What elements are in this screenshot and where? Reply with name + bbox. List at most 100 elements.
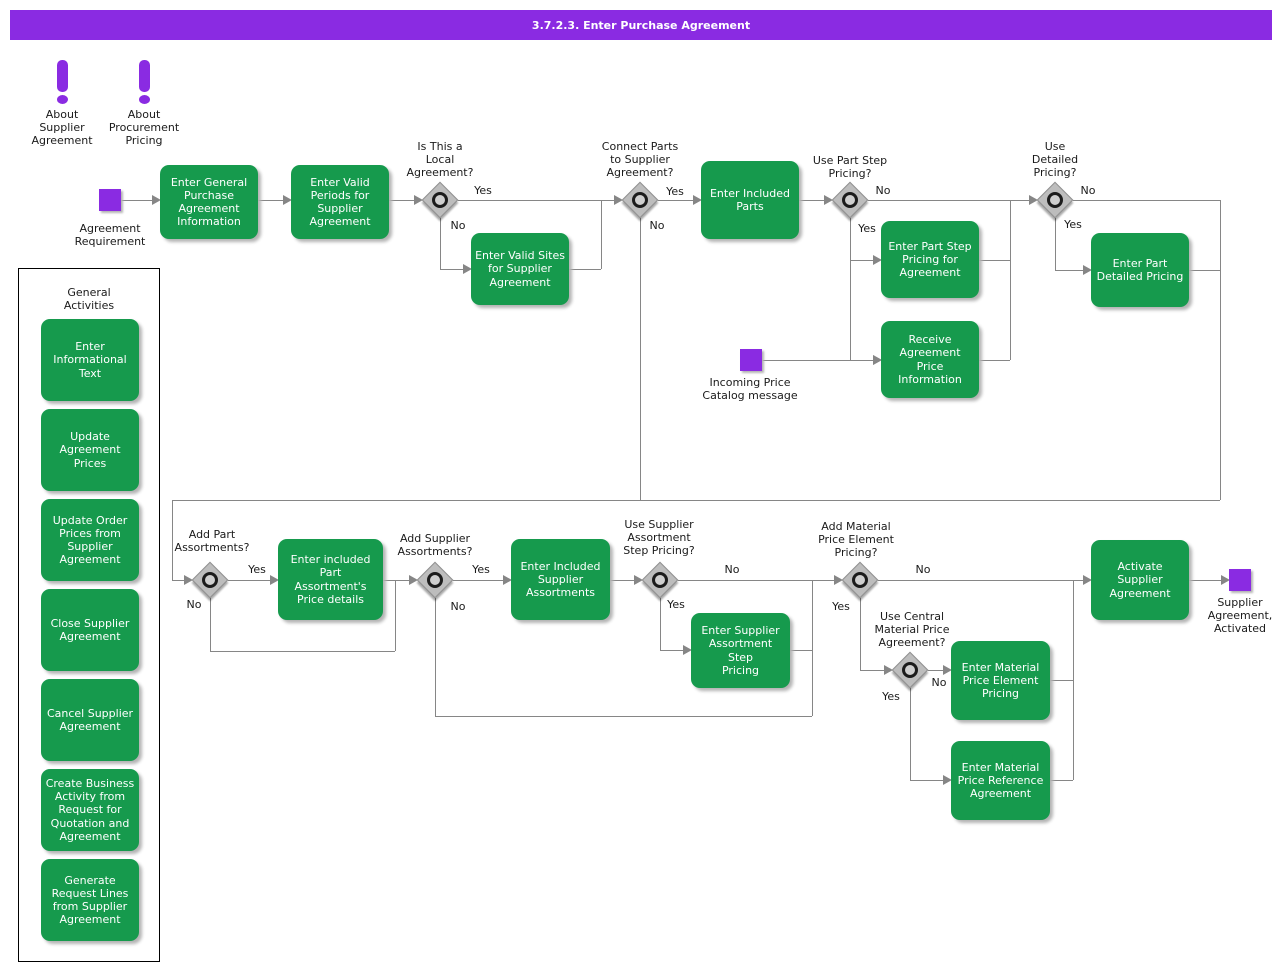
connector-arrow [409,575,418,585]
exclamation-icon [138,95,150,104]
connector-line [850,218,851,360]
connector-line [928,670,943,671]
task-enter-supplier-assortment-step-pricing[interactable]: Enter Supplier Assortment Step Pricing [691,613,790,688]
connector-arrow [414,195,423,205]
sidebar-task-generate-request-lines-from-supplier-agreement[interactable]: Generate Request Lines from Supplier Agr… [41,859,139,941]
connector-line [1055,270,1083,271]
connector-line [440,269,463,270]
task-enter-included-supplier-assortments[interactable]: Enter Included Supplier Assortments [511,539,610,620]
connector-line [172,500,173,580]
gateway-circle-icon [842,192,858,208]
sidebar-task-update-agreement-prices[interactable]: Update Agreement Prices [41,409,139,491]
sidebar-title: General Activities [63,286,115,313]
connector-line [458,200,614,201]
connector-line [878,580,1083,581]
connector-arrow [463,264,472,274]
connector-line [790,650,812,651]
branch-label-yes: Yes [667,598,685,611]
gateway-question: Is This a Local Agreement? [406,140,474,180]
connector-arrow [1083,265,1092,275]
connector-line [1220,200,1221,500]
task-enter-valid-sites-for-supplier-agreement[interactable]: Enter Valid Sites for Supplier Agreement [471,233,569,305]
gateway-use-detailed-pricing [1036,181,1074,219]
sidebar-task-cancel-supplier-agreement[interactable]: Cancel Supplier Agreement [41,679,139,761]
task-enter-part-detailed-pricing[interactable]: Enter Part Detailed Pricing [1091,233,1189,307]
connector-line [1189,580,1221,581]
connector-line [435,716,812,717]
connector-arrow [503,575,512,585]
gateway-question: Add Material Price Element Pricing? [818,520,894,560]
gateway-circle-icon [432,192,448,208]
connector-arrow [283,195,292,205]
branch-label-yes: Yes [1064,218,1082,231]
connector-arrow [683,645,692,655]
gateway-circle-icon [632,192,648,208]
branch-label-no: No [649,219,665,232]
connector-line [210,651,395,652]
connector-arrow [873,255,882,265]
connector-line [383,580,409,581]
gateway-use-central-material-price-agreement [891,651,929,689]
branch-label-yes: Yes [474,184,492,197]
event-agreement-requirement [99,189,121,211]
event-label: Supplier Agreement, Activated [1207,596,1273,636]
connector-line [860,598,861,670]
connector-line [258,200,283,201]
task-enter-general-purchase-agreement-information[interactable]: Enter General Purchase Agreement Informa… [160,165,258,239]
connector-arrow [184,575,193,585]
branch-label-yes: Yes [248,563,266,576]
sidebar-task-create-business-activity-from-request-for-quotation-and-agreement[interactable]: Create Business Activity from Request fo… [41,769,139,851]
task-enter-valid-periods-for-supplier-agreement[interactable]: Enter Valid Periods for Supplier Agreeme… [291,165,389,239]
connector-line [1189,270,1220,271]
gateway-add-part-assortments [191,561,229,599]
exclamation-icon [138,60,150,92]
gateway-use-supplier-assortment-step-pricing [641,561,679,599]
branch-label-yes: Yes [882,690,900,703]
connector-arrow [834,575,843,585]
event-incoming-price-catalog-message [740,349,762,371]
connector-line [660,650,683,651]
general-activities-panel: General Activities Enter Informational T… [18,268,160,962]
gateway-question: Add Supplier Assortments? [397,532,473,559]
info-icon-label: About Procurement Pricing [108,108,180,148]
task-receive-agreement-price-information[interactable]: Receive Agreement Price Information [881,321,979,398]
sidebar-task-enter-informational-text[interactable]: Enter Informational Text [41,319,139,401]
task-enter-material-price-reference-agreement[interactable]: Enter Material Price Reference Agreement [951,741,1050,820]
task-enter-part-step-pricing-for-agreement[interactable]: Enter Part Step Pricing for Agreement [881,221,979,298]
gateway-circle-icon [202,572,218,588]
about-procurement-pricing-button[interactable] [134,60,154,108]
connector-arrow [614,195,623,205]
connector-line [1073,200,1220,201]
gateway-use-part-step-pricing [831,181,869,219]
connector-line [569,269,601,270]
connector-line [228,580,270,581]
task-activate-supplier-agreement[interactable]: Activate Supplier Agreement [1091,540,1189,620]
branch-label-no: No [931,676,947,689]
task-enter-included-part-assortments-price-details[interactable]: Enter included Part Assortment's Price d… [278,539,383,620]
connector-line [172,500,1220,501]
branch-label-yes: Yes [666,185,684,198]
task-enter-included-parts[interactable]: Enter Included Parts [701,161,799,239]
connector-line [453,580,503,581]
gateway-circle-icon [852,572,868,588]
branch-label-no: No [875,184,891,197]
sidebar-task-update-order-prices-from-supplier-agreement[interactable]: Update Order Prices from Supplier Agreem… [41,499,139,581]
connector-line [868,200,1029,201]
gateway-connect-parts-to-supplier-agreement [621,181,659,219]
connector-line [860,670,884,671]
branch-label-yes: Yes [832,600,850,613]
gateway-question: Use Detailed Pricing? [1031,140,1079,180]
connector-line [435,598,436,716]
gateway-question: Add Part Assortments? [174,528,250,555]
connector-line [1010,200,1011,360]
connector-arrow [270,575,279,585]
connector-line [610,580,634,581]
connector-arrow [873,355,882,365]
connector-line [210,598,211,651]
about-supplier-agreement-button[interactable] [52,60,72,108]
sidebar-task-close-supplier-agreement[interactable]: Close Supplier Agreement [41,589,139,671]
task-enter-material-price-element-pricing[interactable]: Enter Material Price Element Pricing [951,641,1050,720]
branch-label-no: No [915,563,931,576]
connector-arrow [152,195,161,205]
